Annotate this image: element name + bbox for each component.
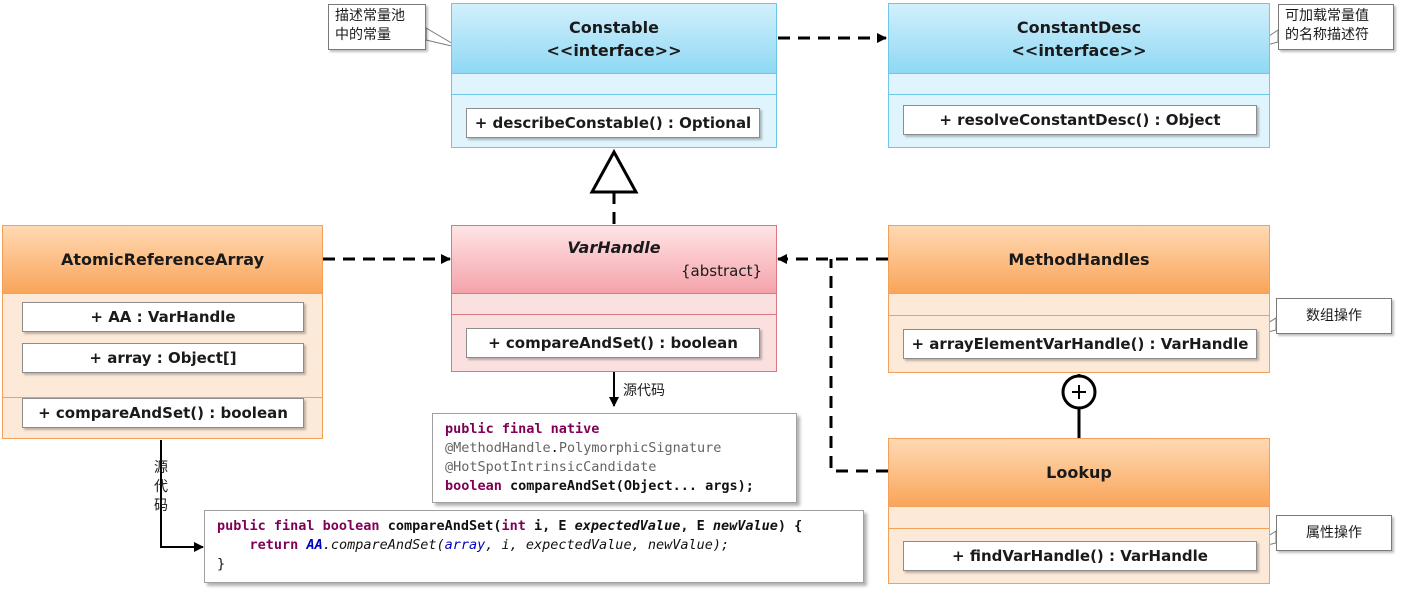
method-find-var-handle[interactable]: + findVarHandle() : VarHandle xyxy=(903,541,1257,571)
lookup-class[interactable]: Lookup + findVarHandle() : VarHandle xyxy=(888,438,1270,584)
varhandle-source-code: public final native @MethodHandle.Polymor… xyxy=(432,413,797,503)
atomicreferencearray-header: AtomicReferenceArray xyxy=(3,226,322,294)
class-name: Constable xyxy=(569,18,659,37)
lookup-header: Lookup xyxy=(889,439,1269,507)
keyword: return xyxy=(249,537,299,553)
note-line: 描述常量池 xyxy=(335,8,405,24)
indent xyxy=(217,537,250,553)
varhandle-class[interactable]: VarHandle {abstract} + compareAndSet() :… xyxy=(451,225,777,372)
lookup-note: 属性操作 xyxy=(1276,515,1392,551)
code-line-4: boolean compareAndSet(Object... args); xyxy=(445,477,784,496)
field-array[interactable]: + array : Object[] xyxy=(22,343,304,373)
code-line-1: public final native xyxy=(445,420,784,439)
attributes-section xyxy=(452,74,776,95)
abstract-modifier: {abstract} xyxy=(681,262,762,280)
paren: ); xyxy=(712,537,730,553)
paren: ) { xyxy=(777,518,803,534)
arg: newValue xyxy=(647,537,713,553)
methodhandles-header: MethodHandles xyxy=(889,226,1269,294)
varhandle-header: VarHandle {abstract} xyxy=(452,226,776,294)
class-name: VarHandle xyxy=(567,238,661,257)
method-array-element-var-handle[interactable]: + arrayElementVarHandle() : VarHandle xyxy=(903,329,1257,359)
constantdesc-class[interactable]: ConstantDesc <<interface>> + resolveCons… xyxy=(888,3,1270,148)
code-line-3: } xyxy=(217,555,851,574)
atomic-source-arrow xyxy=(160,440,204,552)
fields-section xyxy=(3,294,322,398)
class-name: ConstantDesc xyxy=(1016,18,1142,37)
signature: compareAndSet(Object... args); xyxy=(501,478,754,494)
varhandle-source-label: 源代码 xyxy=(623,383,665,399)
method-compare-and-set[interactable]: + compareAndSet() : boolean xyxy=(466,328,760,358)
code-line-2: @MethodHandle.PolymorphicSignature xyxy=(445,439,784,458)
class-name: Lookup xyxy=(1046,463,1112,482)
attributes-section xyxy=(889,507,1269,529)
method-describe-constable[interactable]: + describeConstable() : Optional xyxy=(466,108,760,138)
annotation-member: PolymorphicSignature xyxy=(558,440,722,456)
atomic-source-label: 源 代 码 xyxy=(153,459,169,516)
param: newValue xyxy=(704,518,778,534)
methodhandles-class[interactable]: MethodHandles + arrayElementVarHandle() … xyxy=(888,225,1270,373)
attributes-section xyxy=(889,74,1269,95)
comma: , xyxy=(680,518,697,534)
keyword: public final native xyxy=(445,421,600,437)
keyword: public final boolean xyxy=(217,518,380,534)
atomic-source-code: public final boolean compareAndSet(int i… xyxy=(204,510,864,583)
class-name: MethodHandles xyxy=(1008,250,1150,269)
type: E xyxy=(558,518,567,534)
type: E xyxy=(696,518,705,534)
attributes-section xyxy=(889,294,1269,316)
dot: . xyxy=(550,440,559,456)
note-text: 数组操作 xyxy=(1306,308,1362,324)
note-line: 可加载常量值 xyxy=(1285,8,1369,24)
atomicreferencearray-class[interactable]: AtomicReferenceArray + AA : VarHandle + … xyxy=(2,225,323,439)
label-char: 码 xyxy=(154,498,168,514)
field-ref: array xyxy=(444,537,486,553)
field-aa[interactable]: + AA : VarHandle xyxy=(22,302,304,332)
constable-note: 描述常量池 中的常量 xyxy=(328,4,426,50)
code-line-3: @HotSpotIntrinsicCandidate xyxy=(445,458,784,477)
keyword: boolean xyxy=(445,478,502,494)
arg: , i, xyxy=(485,537,526,553)
stereotype: <<interface>> xyxy=(1011,41,1147,60)
realization-triangle xyxy=(589,148,639,194)
comma: , xyxy=(631,537,648,553)
methodhandles-note: 数组操作 xyxy=(1276,298,1392,334)
attributes-section xyxy=(452,294,776,315)
field-ref: AA xyxy=(306,537,323,553)
param: expectedValue xyxy=(566,518,681,534)
type: int xyxy=(501,518,526,534)
label-char: 源 xyxy=(154,460,168,476)
lookup-to-varhandle-dependency xyxy=(829,259,888,473)
call: .compareAndSet( xyxy=(322,537,445,553)
method-resolve-constant-desc[interactable]: + resolveConstantDesc() : Object xyxy=(903,105,1257,135)
note-text: 属性操作 xyxy=(1306,525,1362,541)
code-line-1: public final boolean compareAndSet(int i… xyxy=(217,517,851,536)
code-line-2: return AA.compareAndSet(array, i, expect… xyxy=(217,536,851,555)
note-line: 的名称描述符 xyxy=(1285,27,1369,43)
constable-class[interactable]: Constable <<interface>> + describeConsta… xyxy=(451,3,777,148)
param: i, xyxy=(525,518,559,534)
label-char: 代 xyxy=(154,479,168,495)
arg: expectedValue xyxy=(525,537,632,553)
annotation: @HotSpotIntrinsicCandidate xyxy=(445,459,657,475)
method-name: compareAndSet( xyxy=(379,518,502,534)
stereotype: <<interface>> xyxy=(546,41,682,60)
method-compare-and-set[interactable]: + compareAndSet() : boolean xyxy=(22,398,304,428)
note-line: 中的常量 xyxy=(335,27,391,43)
constable-header: Constable <<interface>> xyxy=(452,4,776,74)
annotation: @MethodHandle xyxy=(445,440,551,456)
class-name: AtomicReferenceArray xyxy=(60,250,264,269)
constantdesc-header: ConstantDesc <<interface>> xyxy=(889,4,1269,74)
brace: } xyxy=(217,556,226,572)
constantdesc-note: 可加载常量值 的名称描述符 xyxy=(1278,4,1394,50)
